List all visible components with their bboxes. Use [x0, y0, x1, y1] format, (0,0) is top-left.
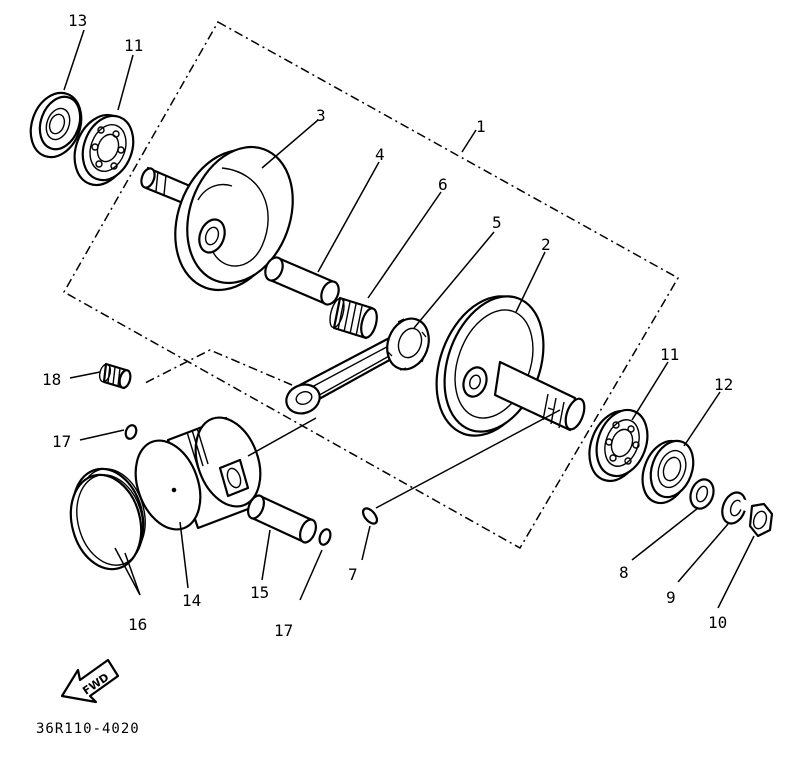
label-16: 16 [128, 615, 147, 634]
label-15: 15 [250, 583, 269, 602]
leader-lines [63, 29, 755, 609]
label-12: 12 [714, 375, 733, 394]
oil-seal-13 [29, 91, 83, 159]
fwd-arrow-icon: FWD [60, 658, 120, 704]
key-7 [361, 507, 379, 525]
bearing-11-left [73, 113, 135, 187]
label-4: 4 [375, 145, 385, 164]
callout-labels: 13 11 3 1 4 6 5 2 11 12 18 17 14 15 17 1… [42, 11, 733, 640]
label-5: 5 [492, 213, 502, 232]
small-end-bearing-18 [98, 362, 132, 390]
lock-washer-9 [721, 491, 750, 525]
crank-2-right [435, 295, 586, 437]
label-7: 7 [348, 565, 358, 584]
washer-8 [689, 478, 715, 510]
label-3: 3 [316, 106, 326, 125]
label-11-right: 11 [660, 345, 679, 364]
assembly-link [144, 349, 293, 386]
drawing-code: 36R110-4020 [36, 721, 140, 737]
assembly-boundary [62, 20, 680, 550]
needle-bearing-6 [329, 296, 378, 340]
label-14: 14 [182, 591, 201, 610]
crank-pin-4 [264, 256, 340, 306]
label-18: 18 [42, 370, 61, 389]
piston-pin-15 [247, 494, 317, 544]
connecting-rod-5 [285, 317, 430, 415]
piston-rings-16 [69, 467, 146, 571]
label-1: 1 [476, 117, 486, 136]
label-13: 13 [68, 11, 87, 30]
crank-3-left [140, 145, 294, 292]
label-9: 9 [666, 588, 676, 607]
label-8: 8 [619, 563, 629, 582]
label-6: 6 [438, 175, 448, 194]
label-11-left: 11 [124, 36, 143, 55]
circlip-17-lower [318, 528, 332, 546]
piston-14 [134, 416, 262, 531]
circlip-17-upper [124, 424, 138, 440]
bearing-11-right [588, 408, 649, 482]
label-17-lower: 17 [274, 621, 293, 640]
label-2: 2 [541, 235, 551, 254]
label-10: 10 [708, 613, 727, 632]
nut-10 [748, 502, 774, 538]
label-17-upper: 17 [52, 432, 71, 451]
oil-seal-12 [641, 439, 695, 505]
